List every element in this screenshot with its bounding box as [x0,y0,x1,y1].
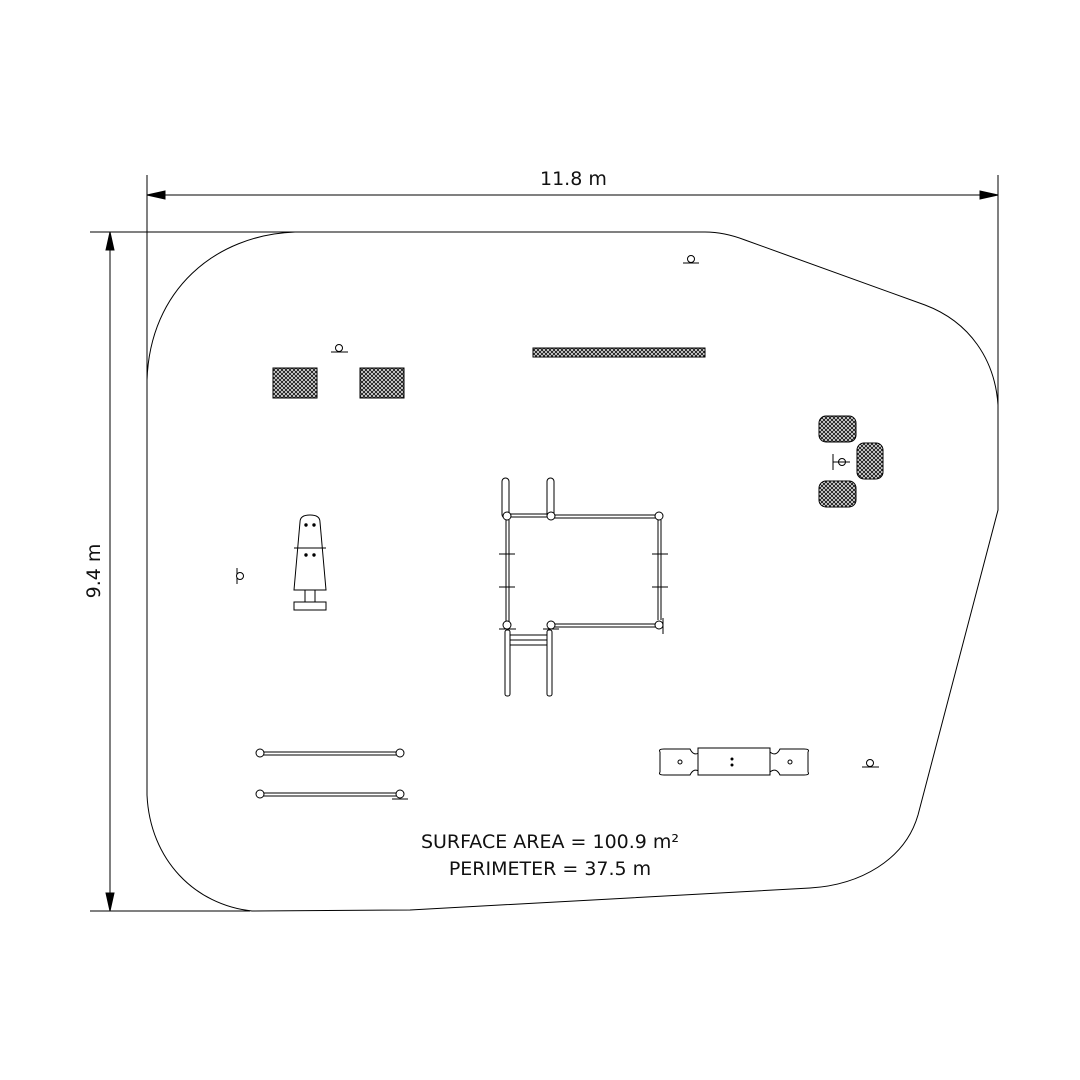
hatched-pad [359,367,405,399]
play-area-boundary [146,231,999,912]
perimeter-value: 37.5 m [584,858,652,880]
perimeter-label: PERIMETER = [448,858,579,880]
perimeter-text: PERIMETER = 37.5 m [380,856,720,883]
post-marker [683,255,699,264]
seesaw [659,747,809,776]
surface-area-text: SURFACE AREA = 100.9 m² [380,829,720,856]
climbing-frame [499,477,668,697]
hatched-seat [818,480,857,508]
surface-area-label: SURFACE AREA = [420,831,587,853]
height-dimension-line [90,231,300,912]
balance-beam-pad [532,347,706,358]
horizontal-bar [255,789,408,800]
hatched-seat [818,415,857,443]
horizontal-bar [255,748,405,758]
width-dimension-line [146,175,999,405]
post-marker [236,568,244,584]
post-marker [862,759,879,768]
hatched-pad [272,367,318,399]
spring-rider [293,514,327,611]
width-dimension-label: 11.8 m [540,168,607,190]
height-dimension-label: 9.4 m [83,543,105,599]
post-marker [832,454,850,470]
hatched-seat [856,442,884,480]
post-marker [331,344,348,353]
surface-area-value: 100.9 m² [592,831,680,853]
